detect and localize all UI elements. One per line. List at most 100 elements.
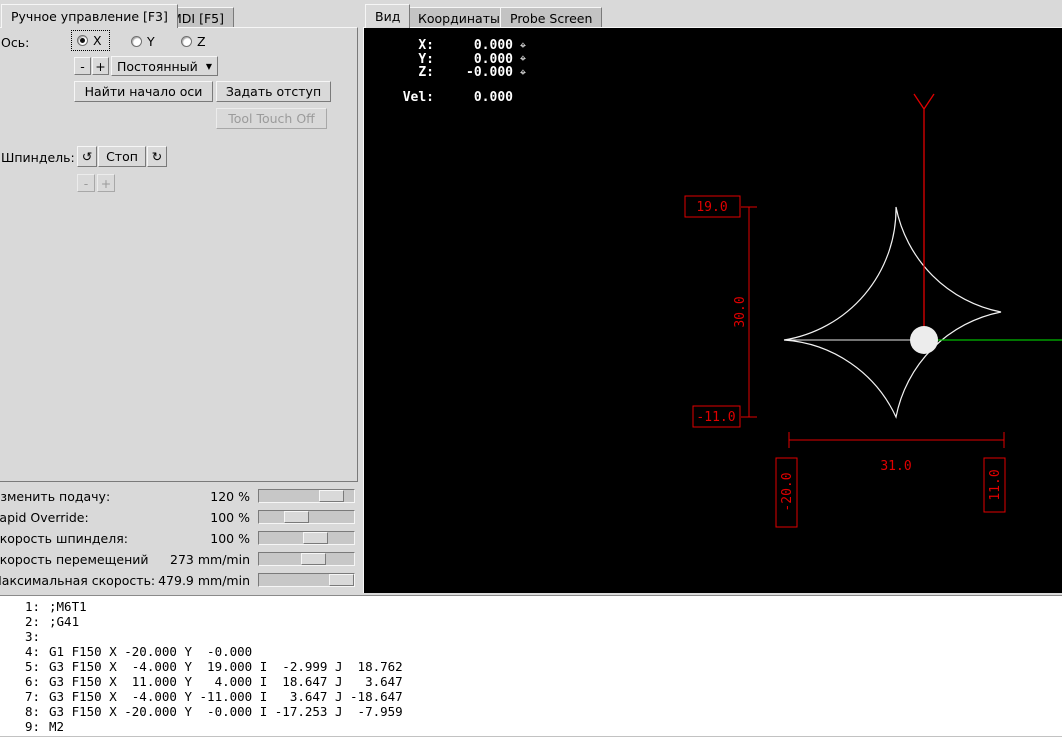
dro-readout: X: 0.000 ⌖ Y: 0.000 ⌖ Z: -0.000 ⌖ Vel: 0…	[392, 38, 533, 105]
axis-radio-x[interactable]: X	[71, 30, 110, 51]
dim-right-box	[983, 457, 1006, 513]
spindle-minus-label: -	[83, 175, 89, 191]
rapid-override-thumb[interactable]	[283, 511, 309, 523]
tool-marker	[910, 326, 938, 354]
gcode-line[interactable]: 4: G1 F150 X -20.000 Y -0.000	[0, 644, 1062, 659]
dim-right-value: 11.0	[988, 469, 1003, 500]
spindle-forward-button[interactable]: ↻	[147, 146, 167, 167]
tab-preview[interactable]: Вид	[365, 4, 411, 28]
radio-y-label: Y	[147, 34, 155, 49]
toolpath-plot: 19.0 30.0 -11.0 31.0 -20.0 11.0	[684, 93, 1062, 528]
radio-x-label: X	[93, 33, 102, 48]
gcode-line[interactable]: 6: G3 F150 X 11.000 Y 4.000 I 18.647 J 3…	[0, 674, 1062, 689]
axis-radio-y[interactable]: Y	[131, 34, 155, 49]
dro-vel-value: 0.000	[473, 89, 513, 105]
dro-row-x: X: 0.000 ⌖	[392, 38, 533, 54]
tab-mdi-label: MDI [F5]	[171, 10, 224, 26]
dro-row-vel: Vel: 0.000	[392, 89, 533, 105]
dro-x-value: 0.000	[473, 38, 513, 54]
gcode-line[interactable]: 5: G3 F150 X -4.000 Y 19.000 I -2.999 J …	[0, 659, 1062, 674]
override-sliders: Изменить подачу: 120 % Rapid Override: 1…	[0, 486, 358, 591]
gcode-line[interactable]: 8: G3 F150 X -20.000 Y -0.000 I -17.253 …	[0, 704, 1062, 719]
jog-speed-thumb[interactable]	[301, 553, 326, 565]
max-velocity-slider[interactable]	[258, 573, 355, 587]
dro-y-value: 0.000	[473, 51, 513, 67]
home-axis-label: Найти начало оси	[84, 84, 203, 99]
gcode-horizontal-scrollbar[interactable]	[0, 736, 1062, 742]
spindle-plus-label: +	[100, 175, 112, 191]
rapid-override-row: Rapid Override: 100 %	[0, 507, 358, 528]
spindle-reverse-button[interactable]: ↺	[77, 146, 97, 167]
spindle-stop-button[interactable]: Стоп	[98, 146, 146, 167]
dro-z-value: -0.000	[466, 65, 513, 81]
radio-x-icon	[77, 35, 88, 46]
spindle-plus-button[interactable]: +	[97, 174, 115, 192]
spindle-label: Шпиндель:	[1, 150, 75, 165]
gcode-line-number: 6:	[24, 674, 40, 689]
gcode-line[interactable]: 1: ;M6T1	[0, 599, 1062, 614]
gcode-line-text: ;M6T1	[49, 599, 87, 614]
jog-speed-row: Скорость перемещений 273 mm/min	[0, 549, 358, 570]
feed-override-value: 120 %	[210, 489, 250, 504]
tool-touch-off-button[interactable]: Tool Touch Off	[216, 108, 327, 129]
set-offset-label: Задать отступ	[225, 84, 322, 99]
tab-dro[interactable]: Координаты	[408, 7, 510, 28]
feed-override-label: Изменить подачу:	[0, 489, 111, 504]
gcode-line[interactable]: 3:	[0, 629, 1062, 644]
jog-speed-slider[interactable]	[258, 552, 355, 566]
radio-z-label: Z	[197, 34, 206, 49]
tab-probe-screen-label: Probe Screen	[510, 10, 593, 26]
tab-mdi[interactable]: MDI [F5]	[161, 7, 234, 28]
set-offset-button[interactable]: Задать отступ	[216, 81, 331, 102]
spindle-override-thumb[interactable]	[303, 532, 329, 544]
homed-icon: ⌖	[519, 65, 527, 79]
jog-speed-label: Скорость перемещений	[0, 552, 149, 567]
axis-radio-z[interactable]: Z	[181, 34, 206, 49]
dim-width-value: 31.0	[880, 459, 911, 474]
max-velocity-thumb[interactable]	[329, 574, 354, 586]
spindle-override-row: Скорость шпинделя: 100 %	[0, 528, 358, 549]
tab-preview-label: Вид	[375, 9, 401, 24]
tab-manual-control[interactable]: Ручное управление [F3]	[1, 4, 178, 28]
jog-plus-button[interactable]: +	[92, 57, 109, 75]
spindle-override-slider[interactable]	[258, 531, 355, 545]
dro-x-label: X:	[418, 38, 434, 54]
rapid-override-slider[interactable]	[258, 510, 355, 524]
gcode-line[interactable]: 7: G3 F150 X -4.000 Y -11.000 I 3.647 J …	[0, 689, 1062, 704]
spindle-minus-button[interactable]: -	[77, 174, 95, 192]
preview-canvas[interactable]: 19.0 30.0 -11.0 31.0 -20.0 11.0 X: 0.000…	[363, 27, 1062, 593]
jog-speed-value: 273 mm/min	[170, 552, 250, 567]
jog-minus-label: -	[80, 58, 85, 74]
jog-mode-select[interactable]: Постоянный ▼	[111, 56, 218, 76]
chevron-down-icon: ▼	[205, 61, 212, 71]
gcode-line-text: M2	[49, 719, 65, 734]
feed-override-thumb[interactable]	[318, 490, 344, 502]
tab-manual-control-label: Ручное управление [F3]	[11, 9, 168, 24]
max-velocity-label: Максимальная скорость:	[0, 573, 156, 588]
tool-touch-off-label: Tool Touch Off	[228, 111, 315, 126]
gcode-line-number: 2:	[24, 614, 40, 629]
dim-left-value: -20.0	[780, 472, 795, 511]
home-axis-button[interactable]: Найти начало оси	[74, 81, 213, 102]
homed-icon: ⌖	[519, 38, 527, 52]
dro-vel-label: Vel:	[402, 89, 434, 105]
gcode-line-number: 4:	[24, 644, 40, 659]
tab-probe-screen[interactable]: Probe Screen	[500, 7, 603, 28]
gcode-line-number: 9:	[24, 719, 40, 734]
rapid-override-label: Rapid Override:	[0, 510, 89, 525]
gcode-line-text: G1 F150 X -20.000 Y -0.000	[49, 644, 253, 659]
gcode-line-number: 7:	[24, 689, 40, 704]
jog-minus-button[interactable]: -	[74, 57, 91, 75]
spindle-cw-icon: ↻	[151, 149, 163, 164]
dim-height-value: 30.0	[733, 296, 748, 327]
toolpath-outline	[783, 206, 1002, 419]
spindle-stop-label: Стоп	[106, 149, 138, 164]
gcode-line-number: 5:	[24, 659, 40, 674]
dim-left-box	[775, 457, 798, 528]
dim-top-box	[684, 195, 741, 218]
feed-override-slider[interactable]	[258, 489, 355, 503]
dim-bottom-box	[692, 405, 741, 428]
gcode-line[interactable]: 2: ;G41	[0, 614, 1062, 629]
gcode-line[interactable]: 9: M2	[0, 719, 1062, 734]
dro-z-label: Z:	[418, 65, 434, 81]
